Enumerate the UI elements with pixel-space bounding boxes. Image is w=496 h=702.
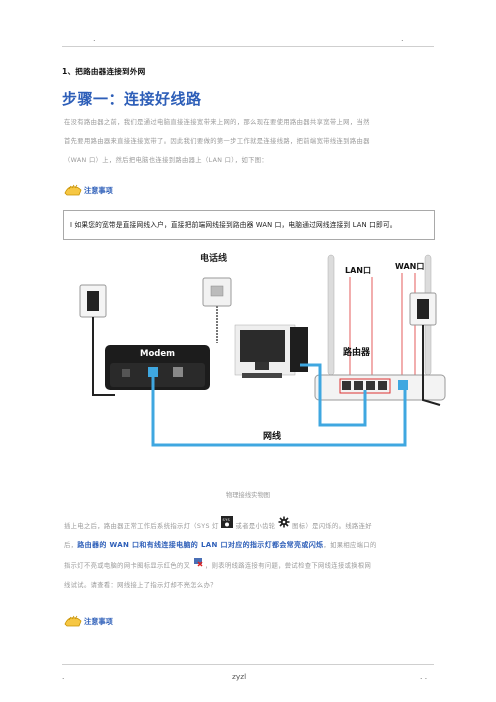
note-label-2: 注意事项 bbox=[84, 617, 113, 626]
body-line-1a: 插上电之后，路由器正常工作后系统指示灯（SYS 灯 bbox=[64, 523, 219, 530]
body-line-2a: 后， bbox=[64, 542, 78, 549]
wan-label: WAN口 bbox=[395, 262, 424, 271]
wall-socket-left bbox=[79, 284, 107, 318]
wiring-diagram: 电话线 Modem LAN口 WAN口 路由器 bbox=[79, 252, 446, 447]
note-label-1: 注意事项 bbox=[84, 186, 113, 195]
lan-label: LAN口 bbox=[345, 266, 371, 275]
body-line-1c: 图标）是闪烁的。线路连好 bbox=[292, 523, 372, 530]
note-hand-icon bbox=[64, 184, 82, 196]
wall-socket-right bbox=[409, 292, 437, 326]
computer bbox=[234, 324, 308, 378]
intro-line-2: 首先要用路由器来直接连接宽带了。因此我们要做的第一步工作就是连接线路，把前端宽带… bbox=[64, 138, 370, 145]
phone-line-label: 电话线 bbox=[200, 252, 227, 264]
footer-rule bbox=[62, 664, 434, 665]
section-title: 1、把路由器连接到外网 bbox=[62, 67, 146, 76]
body-line-2: 后，路由器的 WAN 口和有线连接电脑的 LAN 口对应的指示灯都会常亮或闪烁，… bbox=[64, 536, 377, 555]
router-device bbox=[314, 374, 446, 401]
header-left-mark: . bbox=[93, 34, 96, 43]
body-line-3b: ，则表明线路连接有问题，尝试检查下网线连接或换根网 bbox=[205, 562, 372, 570]
svg-text:SYS: SYS bbox=[223, 518, 231, 522]
body-line-3a: 指示灯不亮或电脑的网卡图标显示红色的叉 bbox=[64, 562, 191, 570]
gear-icon bbox=[278, 516, 290, 536]
diagram-caption: 物理接线实物图 bbox=[225, 492, 271, 499]
body-line-1: 插上电之后，路由器正常工作后系统指示灯（SYS 灯 SYS 或者是小齿轮 图标）… bbox=[64, 516, 372, 536]
intro-line-3: （WAN 口）上，然后把电脑也连接到路由器上（LAN 口），如下图： bbox=[64, 157, 269, 164]
note-hand-icon-2 bbox=[64, 615, 82, 627]
tip-box bbox=[63, 210, 435, 240]
header-rule bbox=[62, 46, 434, 47]
cable-label: 网线 bbox=[263, 430, 281, 442]
sys-light-icon: SYS bbox=[221, 516, 234, 536]
network-error-icon bbox=[193, 556, 203, 575]
footer-right-mark: . . bbox=[420, 672, 428, 681]
body-line-4: 线试试。请查看：网线接上了指示灯却不亮怎么办？ bbox=[64, 582, 217, 589]
step-title: 步骤一：连接好线路 bbox=[62, 90, 202, 108]
body-line-3: 指示灯不亮或电脑的网卡图标显示红色的叉 ，则表明线路连接有问题，尝试检查下网线连… bbox=[64, 556, 371, 576]
body-line-1b: 或者是小齿轮 bbox=[235, 523, 276, 530]
footer-left-mark: . bbox=[62, 672, 65, 681]
modem-device bbox=[105, 345, 210, 390]
intro-line-1: 在没有路由器之前，我们是通过电脑直接连接宽带来上网的，那么现在要使用路由器共享宽… bbox=[64, 119, 370, 126]
modem-label: Modem bbox=[140, 349, 175, 359]
body-highlight: 路由器的 WAN 口和有线连接电脑的 LAN 口对应的指示灯都会常亮或闪烁 bbox=[77, 541, 324, 549]
body-line-2b: ，如果相应端口的 bbox=[323, 542, 377, 549]
phone-jack bbox=[202, 277, 232, 307]
router-label: 路由器 bbox=[343, 346, 371, 358]
tip-text: Ⅰ 如果您的宽带是直接网线入户，直接把前端网线接到路由器 WAN 口，电脑通过网… bbox=[70, 221, 397, 229]
footer-center-text: zyzl bbox=[232, 672, 247, 681]
header-right-mark: . bbox=[401, 34, 404, 43]
